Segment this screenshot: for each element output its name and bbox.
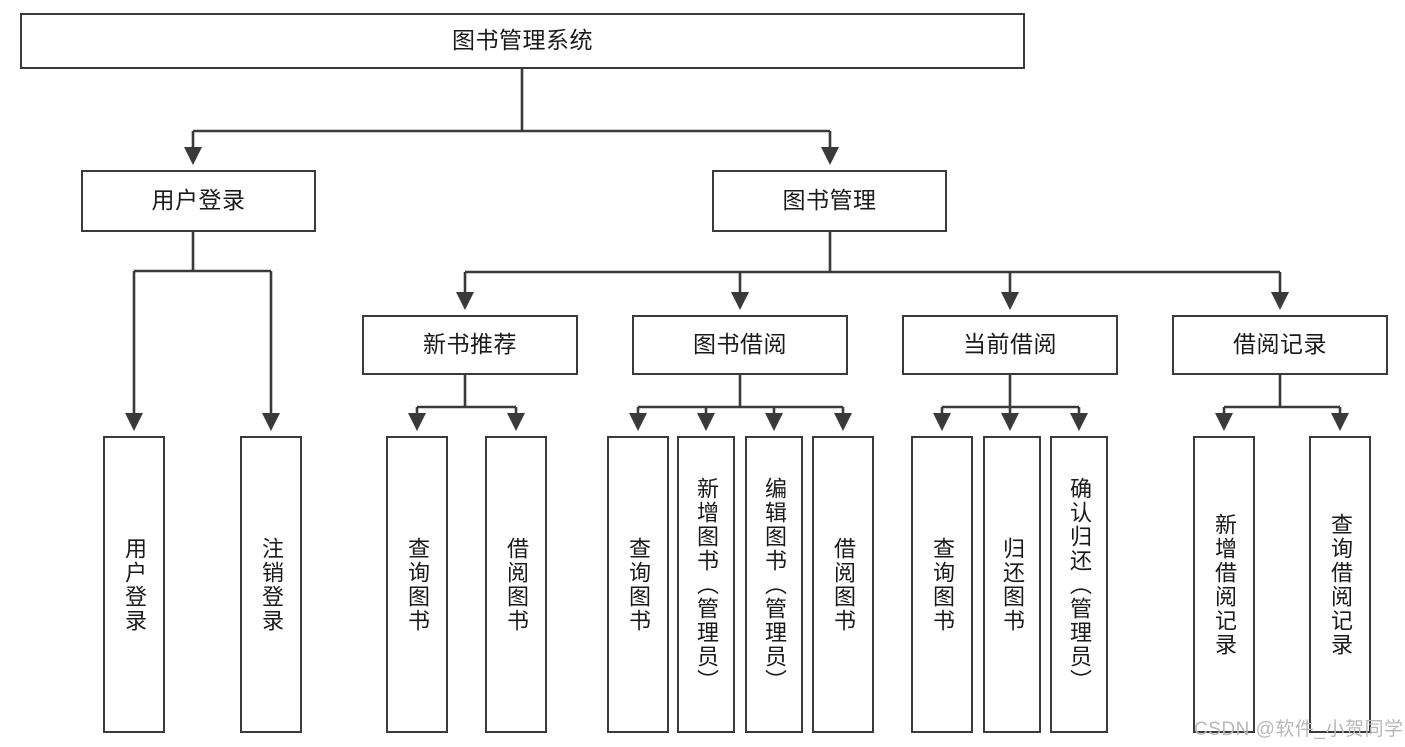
node-label: 用户登录 <box>151 187 246 214</box>
node-label: 确认归还（管理员） <box>1066 476 1092 693</box>
node-label: 查询图书 <box>625 536 651 633</box>
csdn-watermark: CSDN @软件_小贺同学 <box>1194 719 1404 740</box>
node-label: 新增图书（管理员） <box>693 476 719 693</box>
node-label: 用户登录 <box>121 536 147 633</box>
node-leaf-new-book-borrow[interactable]: 借阅图书 <box>485 436 547 733</box>
node-leaf-return-book[interactable]: 归还图书 <box>983 436 1041 733</box>
node-label: 编辑图书（管理员） <box>761 476 787 693</box>
node-book-borrow[interactable]: 图书借阅 <box>632 315 848 375</box>
node-label: 图书管理系统 <box>452 27 593 54</box>
node-label: 新书推荐 <box>423 331 517 358</box>
node-current-borrow[interactable]: 当前借阅 <box>902 315 1118 375</box>
node-borrow-record[interactable]: 借阅记录 <box>1172 315 1388 375</box>
node-label: 新增借阅记录 <box>1211 512 1237 657</box>
node-leaf-current-query-book[interactable]: 查询图书 <box>911 436 973 733</box>
node-leaf-edit-book-admin[interactable]: 编辑图书（管理员） <box>745 436 803 733</box>
node-leaf-user-login[interactable]: 用户登录 <box>103 436 165 733</box>
node-label: 查询借阅记录 <box>1327 512 1353 657</box>
node-leaf-borrow-book[interactable]: 借阅图书 <box>812 436 874 733</box>
node-label: 借阅图书 <box>830 536 856 633</box>
node-book-management[interactable]: 图书管理 <box>712 170 947 232</box>
node-leaf-logout[interactable]: 注销登录 <box>240 436 302 733</box>
node-leaf-borrow-query-book[interactable]: 查询图书 <box>607 436 669 733</box>
node-label: 图书借阅 <box>693 331 787 358</box>
node-label: 查询图书 <box>404 536 430 633</box>
node-label: 图书管理 <box>782 187 877 214</box>
node-user-login[interactable]: 用户登录 <box>81 170 316 232</box>
node-leaf-add-book-admin[interactable]: 新增图书（管理员） <box>677 436 735 733</box>
node-leaf-query-borrow-record[interactable]: 查询借阅记录 <box>1309 436 1371 733</box>
node-root-book-management-system[interactable]: 图书管理系统 <box>20 13 1025 69</box>
node-label: 借阅图书 <box>503 536 529 633</box>
node-label: 查询图书 <box>929 536 955 633</box>
node-new-book-recommend[interactable]: 新书推荐 <box>362 315 578 375</box>
node-label: 当前借阅 <box>963 331 1057 358</box>
node-leaf-new-book-query[interactable]: 查询图书 <box>386 436 448 733</box>
node-label: 注销登录 <box>258 536 284 633</box>
node-leaf-confirm-return-admin[interactable]: 确认归还（管理员） <box>1050 436 1108 733</box>
node-label: 归还图书 <box>999 536 1025 633</box>
node-leaf-add-borrow-record[interactable]: 新增借阅记录 <box>1193 436 1255 733</box>
node-label: 借阅记录 <box>1233 331 1327 358</box>
